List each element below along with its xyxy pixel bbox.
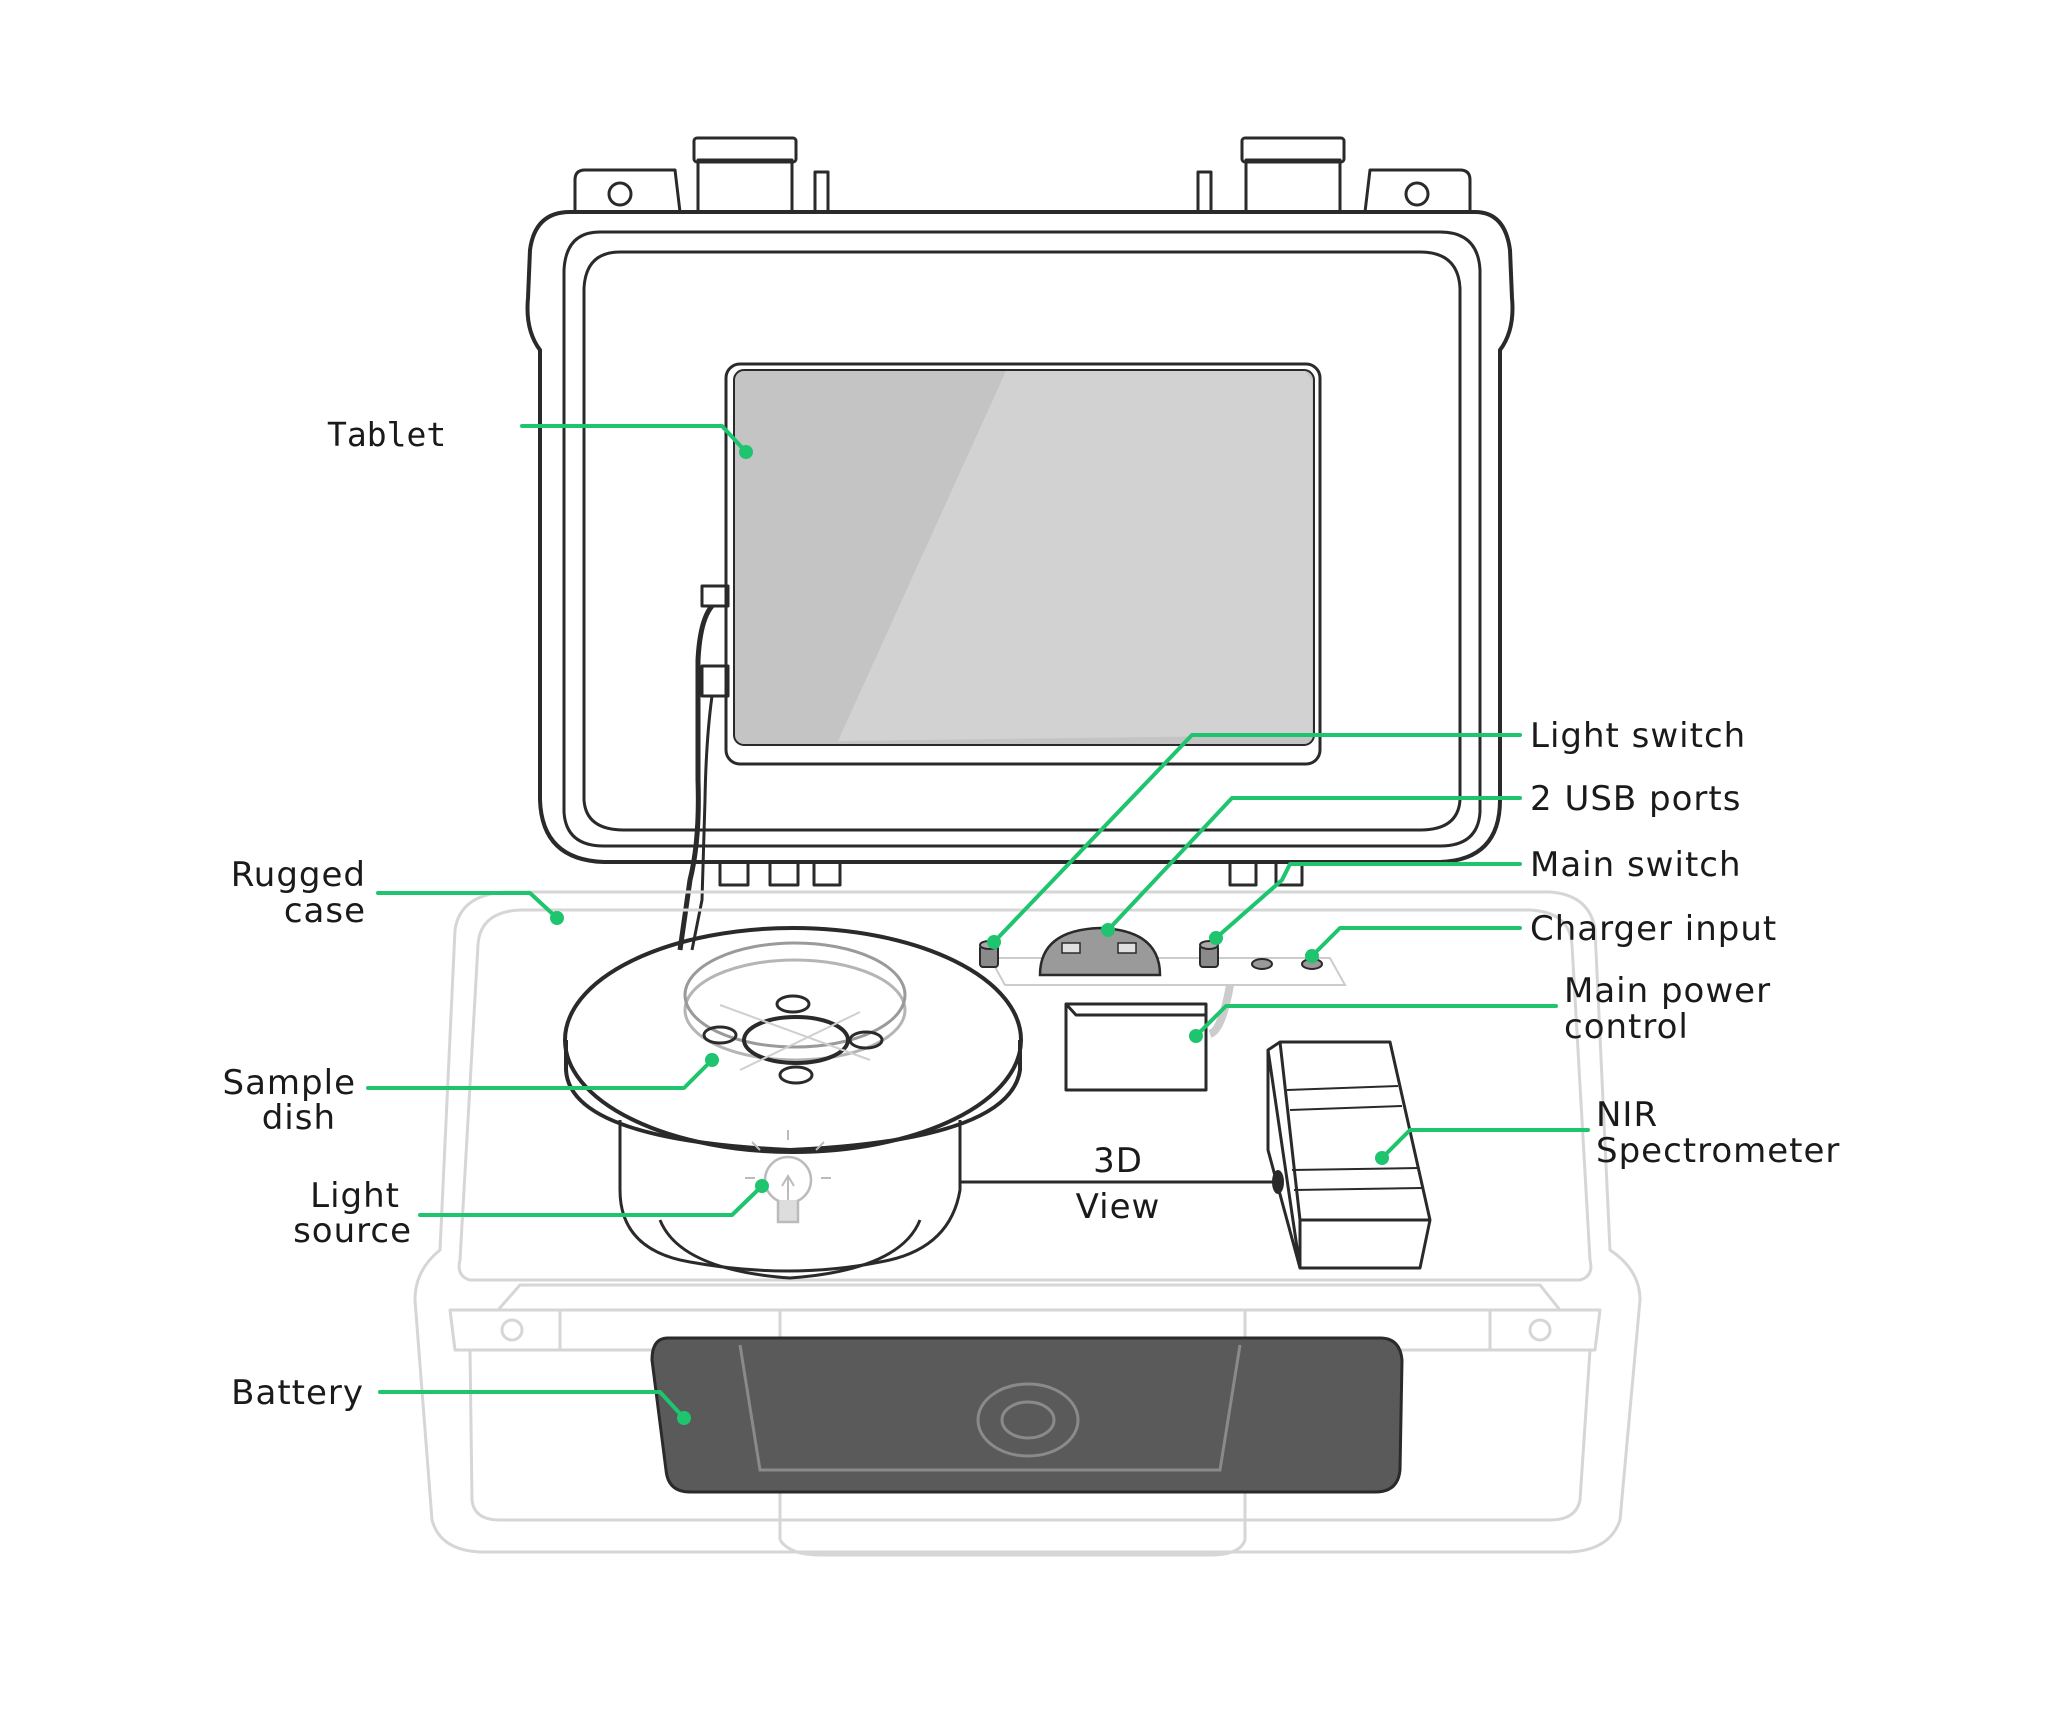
label-sample-dish-line2: dish <box>262 1098 336 1138</box>
leader-rugged-case <box>376 891 559 920</box>
label-light-source-line1: Light <box>310 1176 400 1216</box>
label-charger-input: Charger input <box>1530 909 1777 949</box>
dot-rugged-case <box>550 911 564 925</box>
leader-sample-dish <box>366 1058 714 1090</box>
leader-usb-ports <box>1106 796 1522 932</box>
labels: Tablet Rugged case Sample dish Light sou… <box>223 415 1840 1413</box>
leader-main-switch <box>1214 862 1522 940</box>
label-light-source-line2: source <box>293 1211 412 1251</box>
label-3d-view-line2: View <box>1076 1187 1161 1227</box>
label-nir-spectrometer-line2: Spectrometer <box>1596 1131 1840 1171</box>
label-main-power-control-line2: control <box>1564 1007 1689 1047</box>
label-sample-dish-line1: Sample <box>223 1063 356 1103</box>
dot-light-source <box>755 1179 769 1193</box>
label-usb-ports: 2 USB ports <box>1530 779 1741 819</box>
dot-sample-dish <box>705 1053 719 1067</box>
label-tablet: Tablet <box>327 415 446 454</box>
label-light-switch: Light switch <box>1530 716 1746 756</box>
nir-spectrometer-box <box>1266 1040 1432 1270</box>
battery <box>650 1336 1404 1494</box>
label-rugged-case-line2: case <box>284 891 366 931</box>
dot-light-switch <box>987 935 1001 949</box>
label-rugged-case-line1: Rugged <box>231 855 366 895</box>
main-power-control-box <box>1064 984 1234 1092</box>
leader-light-source <box>418 1184 764 1217</box>
case-base <box>413 890 1642 1557</box>
leader-battery <box>378 1390 686 1420</box>
leader-light-switch <box>992 733 1522 944</box>
leader-nir-spectrometer <box>1380 1128 1590 1160</box>
dot-main-switch <box>1209 931 1223 945</box>
case-lid <box>525 136 1515 887</box>
leader-main-power-control <box>1194 1004 1558 1038</box>
label-nir-spectrometer-line1: NIR <box>1596 1095 1658 1135</box>
label-3d-view-line1: 3D <box>1093 1141 1143 1181</box>
dot-main-power-control <box>1189 1029 1203 1043</box>
leader-tablet <box>520 424 748 454</box>
dot-tablet <box>739 445 753 459</box>
sample-stage <box>563 926 1023 1280</box>
dot-charger-input <box>1305 949 1319 963</box>
label-main-switch: Main switch <box>1530 845 1742 885</box>
label-main-power-control-line1: Main power <box>1564 971 1771 1011</box>
label-battery: Battery <box>231 1373 364 1413</box>
dot-battery <box>677 1411 691 1425</box>
tablet <box>677 362 1322 951</box>
leader-lines <box>366 424 1590 1425</box>
leader-charger-input <box>1310 926 1522 958</box>
dot-usb-ports <box>1101 923 1115 937</box>
control-panel <box>979 926 1347 986</box>
dot-nir-spectrometer <box>1375 1151 1389 1165</box>
light-bulb <box>745 1130 831 1224</box>
